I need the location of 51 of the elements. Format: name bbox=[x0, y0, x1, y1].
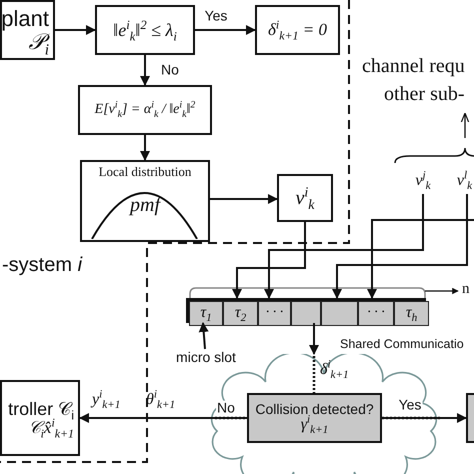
math-expression: · · · bbox=[367, 306, 385, 321]
arrow bbox=[309, 323, 319, 355]
arrow bbox=[382, 413, 467, 423]
math-expression: 𝒫$_{i}$ bbox=[28, 30, 49, 54]
slot-cell bbox=[223, 301, 258, 326]
math-expression: E[ν$^{i}$$_{k}$] = α$^{i}$$_{k}$ / ‖e$^{i}$$_{k}$‖$^{2}$ bbox=[94, 102, 196, 118]
arrow bbox=[198, 322, 209, 350]
slot-bar bbox=[186, 298, 426, 323]
edge-label: Yes bbox=[398, 398, 422, 412]
distribution-box bbox=[80, 160, 210, 242]
arrow bbox=[195, 25, 256, 35]
arrow bbox=[232, 222, 306, 299]
box-text: plant bbox=[1, 6, 49, 30]
annotation-text: channel requ bbox=[362, 56, 465, 77]
annotation-text: other sub- bbox=[384, 84, 465, 105]
math-expression: pmf bbox=[130, 194, 160, 216]
math-expression: τ$_{h}$ bbox=[406, 305, 418, 322]
edge-label: No bbox=[160, 62, 180, 78]
arrow bbox=[210, 194, 278, 204]
slot-cell bbox=[258, 301, 291, 326]
process-box bbox=[255, 5, 340, 55]
decision-box bbox=[247, 393, 382, 443]
slot-cell bbox=[189, 301, 223, 326]
annotation-text: Shared Communicatio bbox=[340, 338, 464, 352]
arrow bbox=[332, 194, 468, 299]
arrow bbox=[79, 413, 247, 423]
arrow bbox=[367, 219, 474, 299]
arrow bbox=[140, 55, 150, 86]
arrow bbox=[55, 25, 96, 35]
math-expression: τ$_{2}$ bbox=[234, 305, 246, 322]
process-box bbox=[0, 0, 55, 60]
arrow bbox=[140, 135, 150, 161]
box-heading: Local distribution bbox=[98, 165, 192, 179]
subsystem-label: -system i bbox=[2, 255, 82, 276]
controller-box bbox=[0, 380, 80, 456]
arrow bbox=[264, 194, 424, 299]
edge-label: Yes bbox=[204, 8, 228, 24]
math-expression: τ$_{1}$ bbox=[200, 305, 212, 322]
slot-cell bbox=[358, 301, 394, 326]
math-expression: δ$^{i}$$_{k+1}$ = 0 bbox=[268, 21, 327, 39]
process-box bbox=[78, 85, 212, 135]
box-text: Collision detected? bbox=[255, 402, 374, 417]
edge-label: No bbox=[216, 400, 236, 416]
slot-cell bbox=[394, 301, 429, 326]
decision-box bbox=[95, 5, 195, 55]
annotation-text: n bbox=[462, 282, 470, 298]
math-expression: ‖e$^{i}$$_{k}$‖$^{2}$ ≤ λ$_{i}$ bbox=[113, 20, 177, 40]
math-expression: · · · bbox=[266, 306, 284, 321]
annotation-text: micro slot bbox=[170, 349, 242, 365]
process-box bbox=[277, 174, 333, 222]
box-text: troller 𝒞$_{i}$ bbox=[8, 400, 74, 419]
